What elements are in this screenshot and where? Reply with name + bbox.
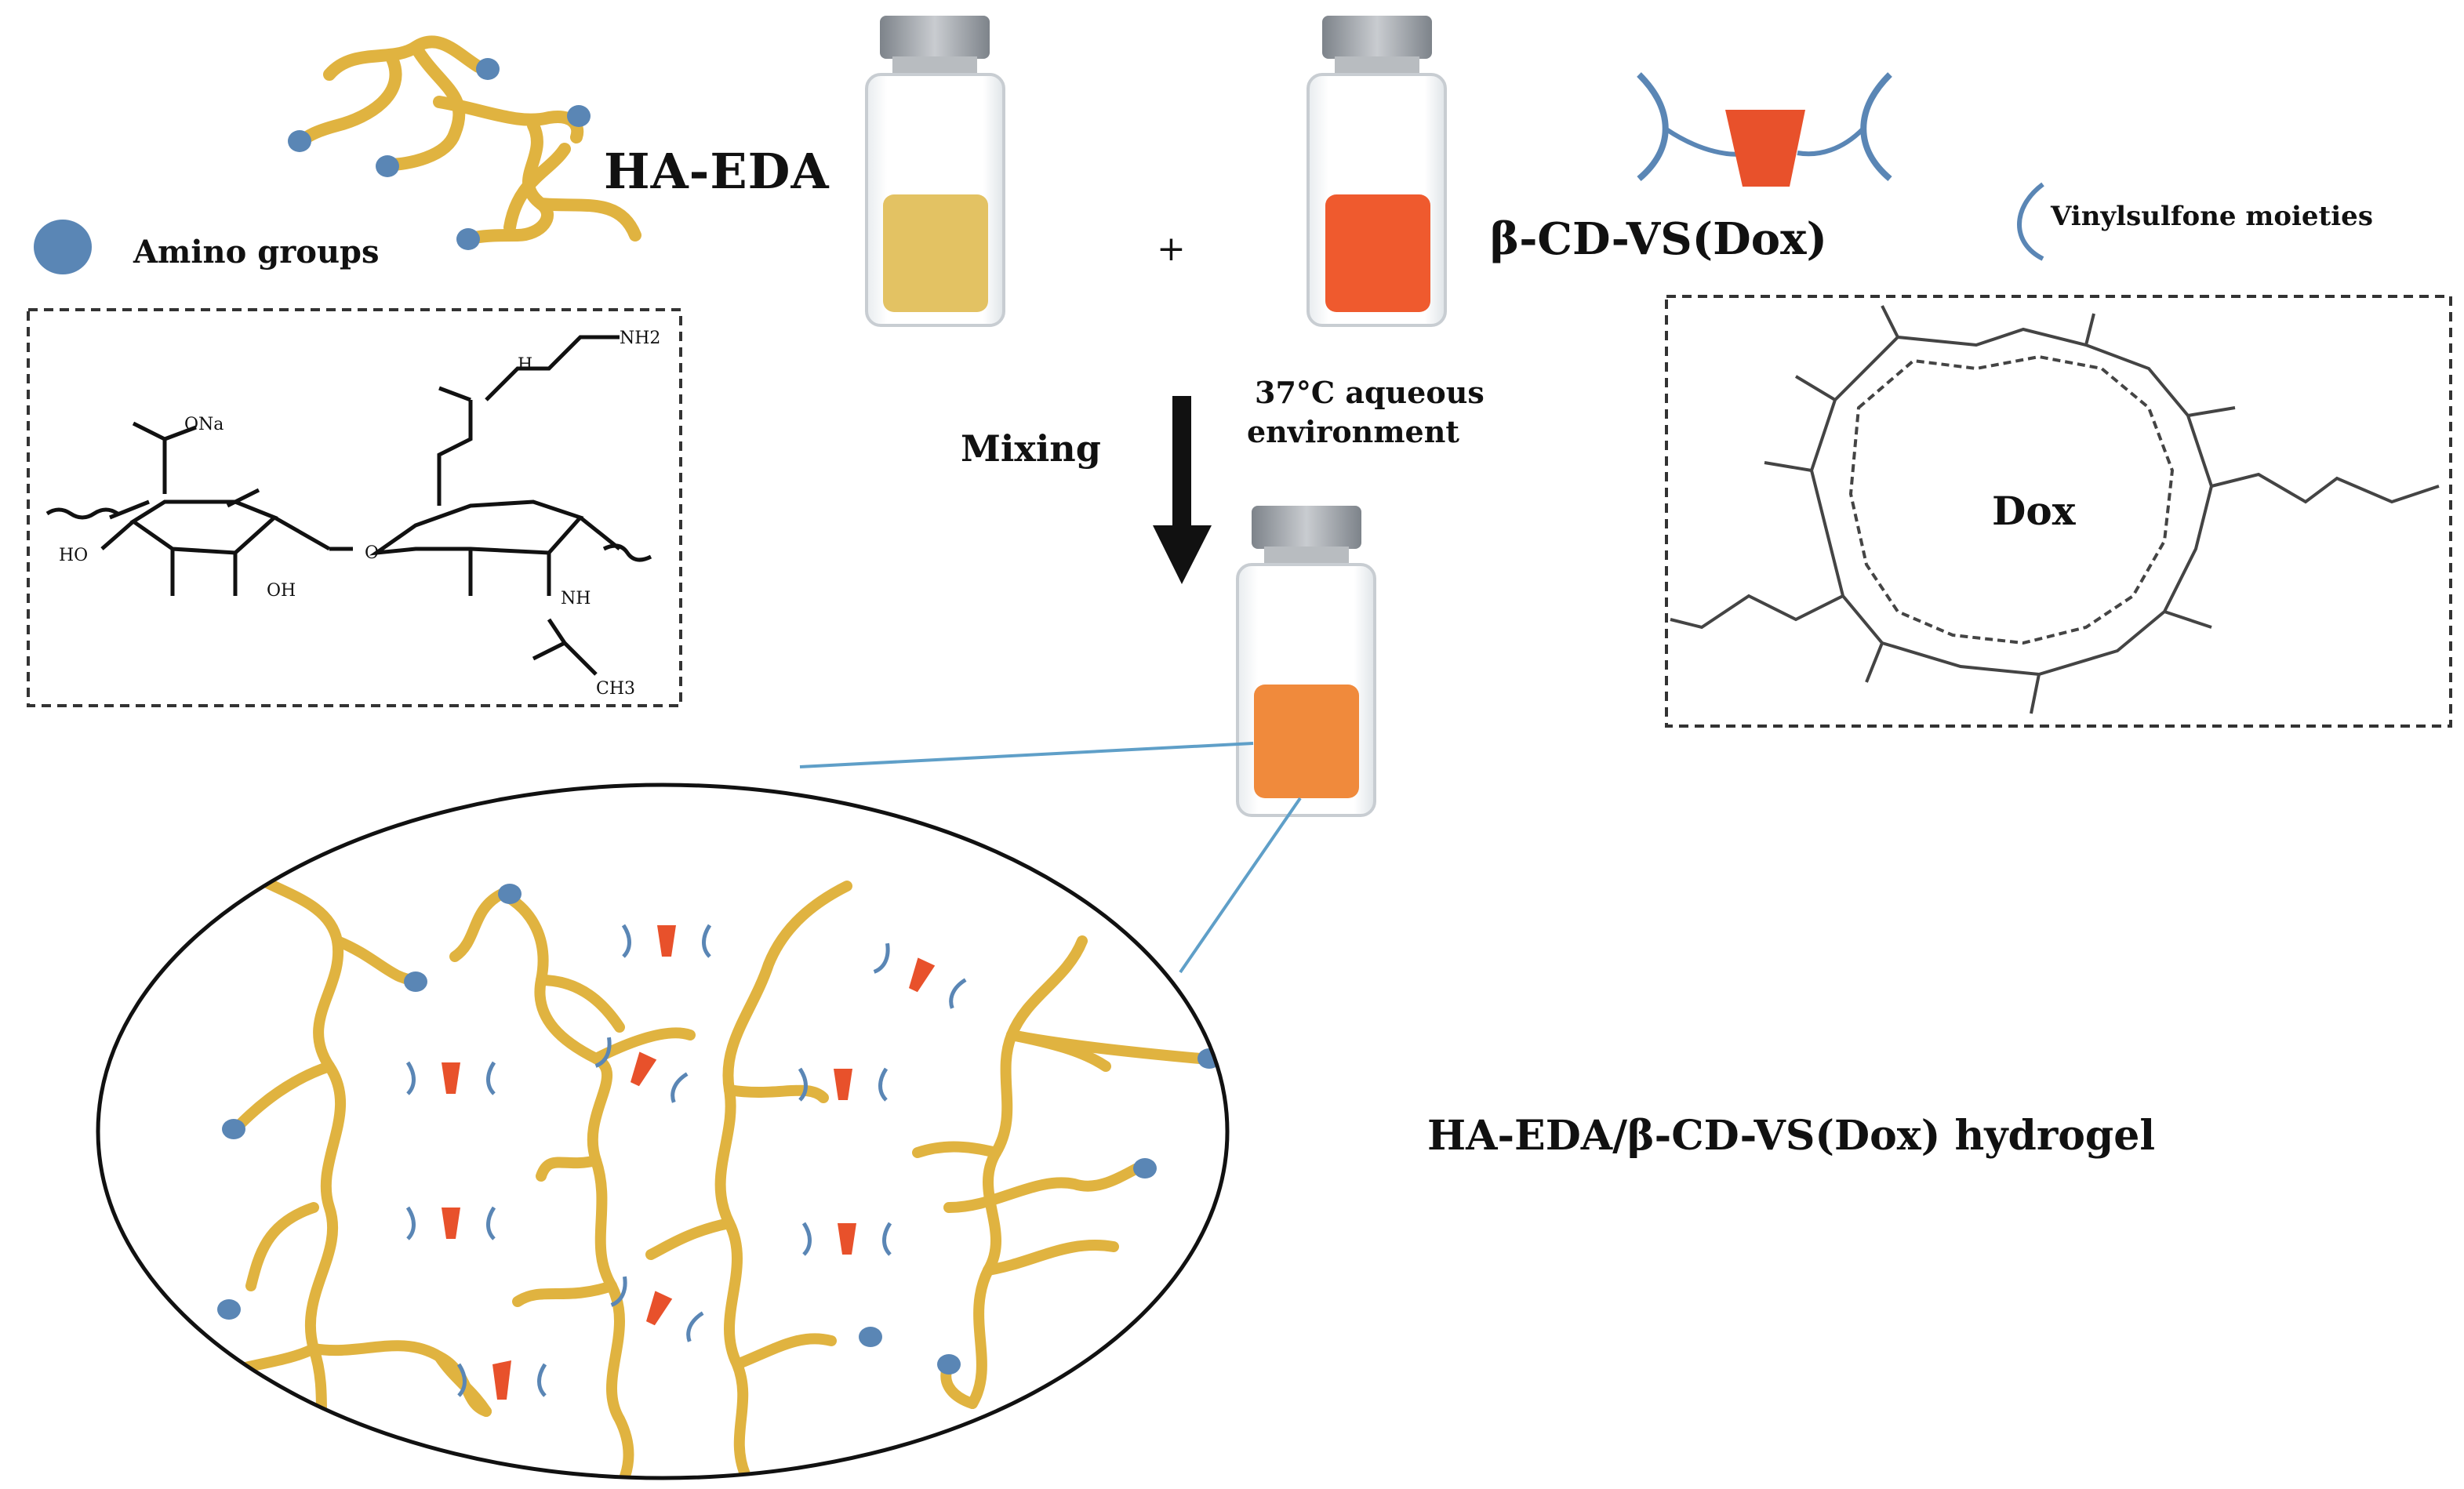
condition-label-line2: environment [1247,414,1459,449]
hydrogel-network [96,783,1230,1480]
amino-group-markers-top [288,58,591,250]
vinylsulfone-legend-icon [2017,182,2044,261]
mixing-arrow-icon [1153,396,1212,584]
vinylsulfone-label: Vinylsulfone moieties [2051,201,2373,232]
ha-chemical-structure [45,335,652,676]
cd-structure-box [1665,295,2452,728]
atom-nh2: NH2 [620,329,660,348]
atom-nh: NH [561,589,591,608]
atom-ch3: CH3 [596,679,635,699]
vial-ha-eda [865,16,1005,327]
amino-groups-label: Amino groups [133,234,380,271]
cd-vs-dox-label: β-CD-VS(Dox) [1490,213,1827,265]
condition-label-line1: 37°C aqueous [1255,375,1485,410]
plus-sign: + [1157,229,1186,269]
cd-vs-dox-icon [1637,72,1892,187]
atom-ona: ONa [184,415,224,434]
ha-structure-box [27,308,682,707]
atom-h-amine: H [518,355,532,375]
dox-label: Dox [1992,488,2076,534]
ha-eda-label: HA-EDA [604,143,830,200]
atom-o-link: O [365,543,379,563]
crosslink-markers [405,924,967,1400]
vial-cd-vs-dox [1307,16,1447,327]
amino-group-legend-dot [34,220,92,274]
cd-chemical-structure [1670,305,2440,714]
zoom-connector-lines [799,742,1302,974]
hydrogel-zoom-ellipse [96,783,1230,1480]
atom-ho: HO [59,546,88,565]
mixing-label: Mixing [961,427,1101,470]
ha-eda-polymer-icon [296,35,641,245]
ha-structure-atom-labels: ONa NH2 H O HO OH NH CH3 [59,329,660,699]
atom-oh: OH [267,581,296,601]
vial-hydrogel [1236,506,1376,817]
hydrogel-label: HA-EDA/β-CD-VS(Dox) hydrogel [1427,1112,2156,1160]
